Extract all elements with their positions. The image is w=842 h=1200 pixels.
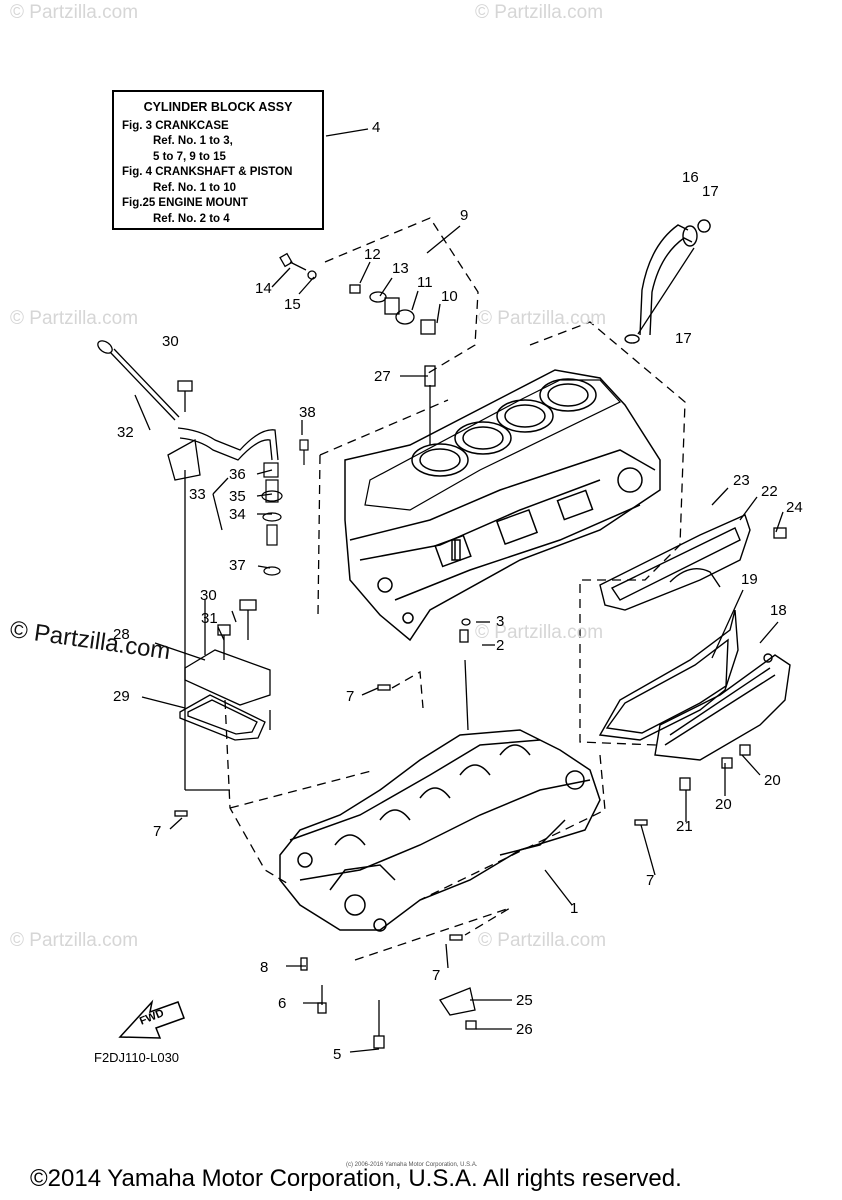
callout-6: 6 <box>278 995 287 1012</box>
callout-34: 34 <box>229 506 246 523</box>
assembly-ref-line: Fig. 3 CRANKCASE <box>122 119 229 132</box>
callout-7: 7 <box>432 967 441 984</box>
callout-38: 38 <box>299 404 316 421</box>
callout-12: 12 <box>364 246 381 263</box>
assembly-reference-box: CYLINDER BLOCK ASSY Fig. 3 CRANKCASE Ref… <box>112 90 324 230</box>
callout-19: 19 <box>741 571 758 588</box>
small-parts-cluster <box>261 439 309 576</box>
breather-hose <box>624 219 711 344</box>
callout-36: 36 <box>229 466 246 483</box>
callout-25: 25 <box>516 992 533 1009</box>
callout-17: 17 <box>702 183 719 200</box>
callout-7: 7 <box>646 872 655 889</box>
drawing-code: F2DJ110-L030 <box>94 1050 180 1065</box>
callout-3: 3 <box>496 613 505 630</box>
callout-7: 7 <box>346 688 355 705</box>
watermark: © Partzilla.com <box>10 2 139 23</box>
lower-crankcase <box>279 729 601 932</box>
assembly-ref-line: 5 to 7, 9 to 15 <box>153 150 226 163</box>
callout-33: 33 <box>189 486 206 503</box>
assembly-ref-line: Fig.25 ENGINE MOUNT <box>122 197 248 209</box>
callout-35: 35 <box>229 488 246 505</box>
callout-21: 21 <box>676 818 693 835</box>
callout-30: 30 <box>162 333 179 350</box>
side-cover-and-gaskets <box>598 514 791 761</box>
callout-18: 18 <box>770 602 787 619</box>
callout-5: 5 <box>333 1046 342 1063</box>
callout-24: 24 <box>786 499 803 516</box>
assembly-ref-line: Ref. No. 1 to 10 <box>153 181 237 194</box>
callout-20: 20 <box>715 796 732 813</box>
callout-22: 22 <box>761 483 778 500</box>
callout-16: 16 <box>682 169 699 186</box>
leader-lines <box>134 128 784 1053</box>
watermark: © Partzilla.com <box>10 930 139 951</box>
callout-4: 4 <box>372 119 381 136</box>
callout-13: 13 <box>392 260 409 277</box>
callout-31: 31 <box>201 610 218 627</box>
watermark: © Partzilla.com <box>10 308 139 329</box>
callout-11: 11 <box>417 274 433 291</box>
callout-7: 7 <box>153 823 162 840</box>
callout-10: 10 <box>441 288 458 305</box>
callout-2: 2 <box>496 637 505 654</box>
callout-17: 17 <box>675 330 692 347</box>
assembly-ref-line: Fig. 4 CRANKSHAFT & PISTON <box>122 166 293 178</box>
callout-14: 14 <box>255 280 272 297</box>
callout-27: 27 <box>374 368 391 385</box>
callout-20: 20 <box>764 772 781 789</box>
fineprint-copyright: (c) 2006-2016 Yamaha Motor Corporation, … <box>346 1162 478 1168</box>
copyright-notice: ©2014 Yamaha Motor Corporation, U.S.A. A… <box>30 1165 682 1192</box>
callout-23: 23 <box>733 472 750 489</box>
bolts-and-pins <box>174 252 787 1049</box>
assembly-ref-line: Ref. No. 1 to 3, <box>153 135 233 147</box>
callout-29: 29 <box>113 688 130 705</box>
cylinder-block <box>344 369 661 642</box>
callout-1: 1 <box>570 900 579 917</box>
callout-37: 37 <box>229 557 246 574</box>
fwd-label: FWD <box>138 1007 166 1028</box>
watermark: © Partzilla.com <box>475 2 604 23</box>
callout-28: 28 <box>113 626 130 643</box>
watermark: © Partzilla.com <box>475 622 604 643</box>
callout-15: 15 <box>284 296 301 313</box>
dashed-group-outlines <box>224 217 686 961</box>
callout-9: 9 <box>460 207 469 224</box>
callout-30: 30 <box>200 587 217 604</box>
dipstick-and-guide <box>97 340 279 481</box>
cover-plate-and-gasket <box>177 380 271 741</box>
assembly-ref-line: Ref. No. 2 to 4 <box>153 212 230 225</box>
callout-8: 8 <box>260 959 269 976</box>
assembly-title: CYLINDER BLOCK ASSY <box>143 100 293 114</box>
fwd-arrow <box>118 999 185 1039</box>
watermark: © Partzilla.com <box>478 308 607 329</box>
watermark: © Partzilla.com <box>478 930 607 951</box>
callout-26: 26 <box>516 1021 533 1038</box>
callout-32: 32 <box>117 424 134 441</box>
